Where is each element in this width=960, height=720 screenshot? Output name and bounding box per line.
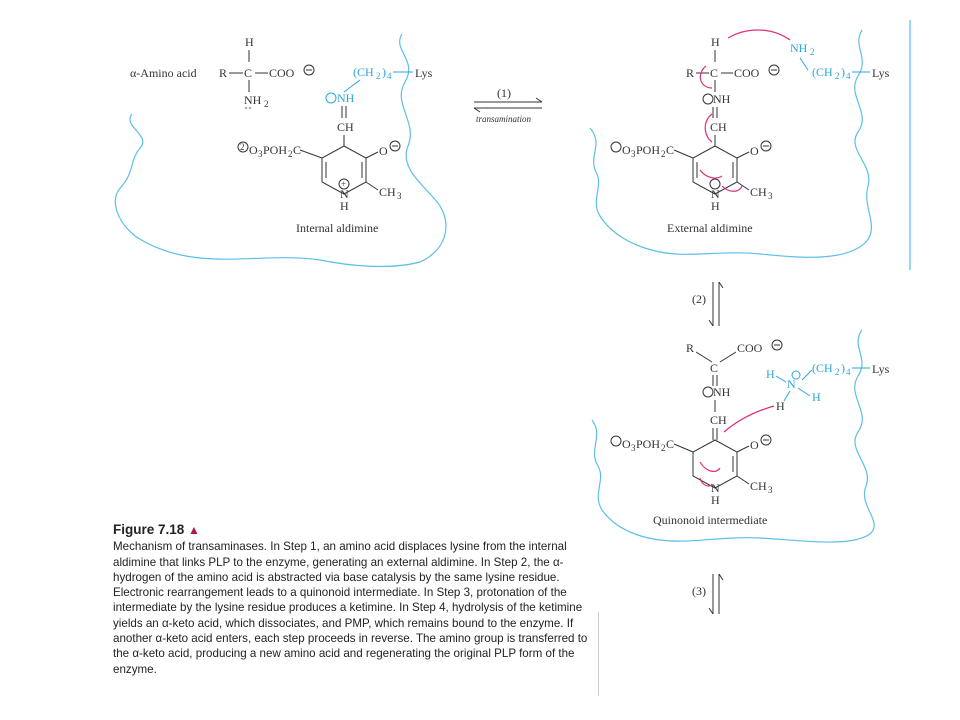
svg-text:N: N: [787, 377, 796, 391]
atom-nh2: NH: [244, 93, 262, 107]
svg-text:O: O: [622, 143, 631, 157]
svg-text:H: H: [711, 199, 720, 213]
svg-text:2: 2: [264, 99, 269, 109]
svg-text:2: 2: [240, 142, 245, 152]
alpha-amino-acid-label: α-Amino acid: [130, 66, 197, 80]
quinonoid-intermediate-label: Quinonoid intermediate: [653, 513, 767, 527]
internal-aldimine-label: Internal aldimine: [296, 221, 378, 235]
svg-text:COO: COO: [737, 341, 763, 355]
enzyme-outline-3: [591, 329, 875, 543]
svg-text:): ): [841, 65, 845, 79]
svg-text:N: N: [711, 481, 720, 495]
svg-text:N: N: [711, 187, 720, 201]
svg-text:Lys: Lys: [872, 66, 890, 80]
svg-text:2: 2: [810, 47, 815, 57]
svg-text:O: O: [750, 144, 759, 158]
svg-text:(CH: (CH: [812, 65, 833, 79]
step-3-label: (3): [692, 584, 706, 598]
svg-text:3: 3: [768, 485, 773, 495]
svg-text:4: 4: [387, 71, 392, 81]
svg-text:CH: CH: [750, 185, 767, 199]
atom-o-minus: O: [379, 144, 388, 158]
svg-text:R: R: [686, 66, 694, 80]
svg-text:H: H: [776, 399, 785, 413]
figure-caption: Figure 7.18 ▲ Mechanism of transaminases…: [113, 522, 595, 677]
svg-text:): ): [841, 361, 845, 375]
caption-text: Mechanism of transaminases. In Step 1, a…: [113, 540, 588, 676]
enzyme-outline-1: [114, 33, 447, 268]
atom-ch: CH: [337, 120, 354, 134]
atom-nh-plus: NH: [337, 91, 355, 105]
step-3-equilibrium: (3): [692, 573, 724, 615]
step-2-equilibrium: (2): [692, 281, 724, 327]
svg-text:CH: CH: [710, 120, 727, 134]
step-1-equilibrium: (1) transamination: [473, 86, 543, 124]
lys-nh2: NH: [790, 41, 808, 55]
svg-text:R: R: [686, 341, 694, 355]
internal-aldimine-structure: α-Amino acid R C COO H NH 2 (CH 2 ) 4 Ly…: [114, 33, 447, 268]
phosphate-group: O: [249, 143, 258, 157]
svg-text:3: 3: [397, 191, 402, 201]
svg-text:+: +: [341, 179, 346, 189]
step-2-label: (2): [692, 292, 706, 306]
atom-coo: COO: [269, 66, 295, 80]
quinonoid-intermediate-structure: R C COO NH CH O 3 POH 2 C O N H CH 3 H N…: [591, 329, 890, 543]
svg-text:H: H: [812, 390, 821, 404]
step-1-label: (1): [497, 86, 511, 100]
svg-text:H: H: [711, 35, 720, 49]
svg-text:3: 3: [631, 443, 636, 453]
atom-ch3: CH: [379, 185, 396, 199]
transamination-label: transamination: [476, 114, 532, 124]
svg-text:2: 2: [835, 367, 840, 377]
svg-text:): ): [382, 65, 386, 79]
atom-h-alpha: H: [245, 35, 254, 49]
svg-text:2: 2: [376, 71, 381, 81]
external-aldimine-label: External aldimine: [667, 221, 753, 235]
lys-chain: (CH: [353, 65, 374, 79]
lys-label: Lys: [415, 66, 433, 80]
svg-text:POH: POH: [263, 143, 287, 157]
triangle-icon: ▲: [188, 523, 200, 537]
svg-text:NH: NH: [713, 92, 731, 106]
svg-text:O: O: [750, 438, 759, 452]
svg-text:3: 3: [631, 149, 636, 159]
atom-n-ring: N: [340, 187, 349, 201]
figure-title: Figure 7.18 ▲: [113, 522, 200, 537]
svg-text:C: C: [666, 437, 674, 451]
svg-text:3: 3: [768, 191, 773, 201]
svg-text:O: O: [622, 437, 631, 451]
svg-text:C: C: [666, 143, 674, 157]
svg-text:H: H: [766, 367, 775, 381]
svg-text:Lys: Lys: [872, 362, 890, 376]
svg-text:COO: COO: [734, 66, 760, 80]
svg-text:POH: POH: [636, 437, 660, 451]
svg-text:2: 2: [661, 149, 666, 159]
enzyme-outline-2: [589, 29, 873, 258]
svg-text:2: 2: [835, 71, 840, 81]
svg-text:H: H: [340, 199, 349, 213]
svg-text:(CH: (CH: [812, 361, 833, 375]
svg-text:C: C: [710, 66, 718, 80]
svg-text:3: 3: [258, 149, 263, 159]
svg-text:NH: NH: [713, 385, 731, 399]
atom-r: R: [219, 66, 227, 80]
svg-text:4: 4: [846, 367, 851, 377]
external-aldimine-structure: H R C COO NH CH O 3 POH 2 C O N H CH 3 N…: [589, 20, 911, 270]
svg-text:H: H: [711, 493, 720, 507]
svg-text:C: C: [293, 143, 301, 157]
atom-c-alpha: C: [244, 66, 252, 80]
svg-text:CH: CH: [750, 479, 767, 493]
svg-text:POH: POH: [636, 143, 660, 157]
svg-text:2: 2: [661, 443, 666, 453]
svg-text:CH: CH: [710, 413, 727, 427]
panel-divider: [598, 612, 599, 696]
svg-text:2: 2: [288, 149, 293, 159]
svg-text:C: C: [710, 361, 718, 375]
svg-text:4: 4: [846, 71, 851, 81]
